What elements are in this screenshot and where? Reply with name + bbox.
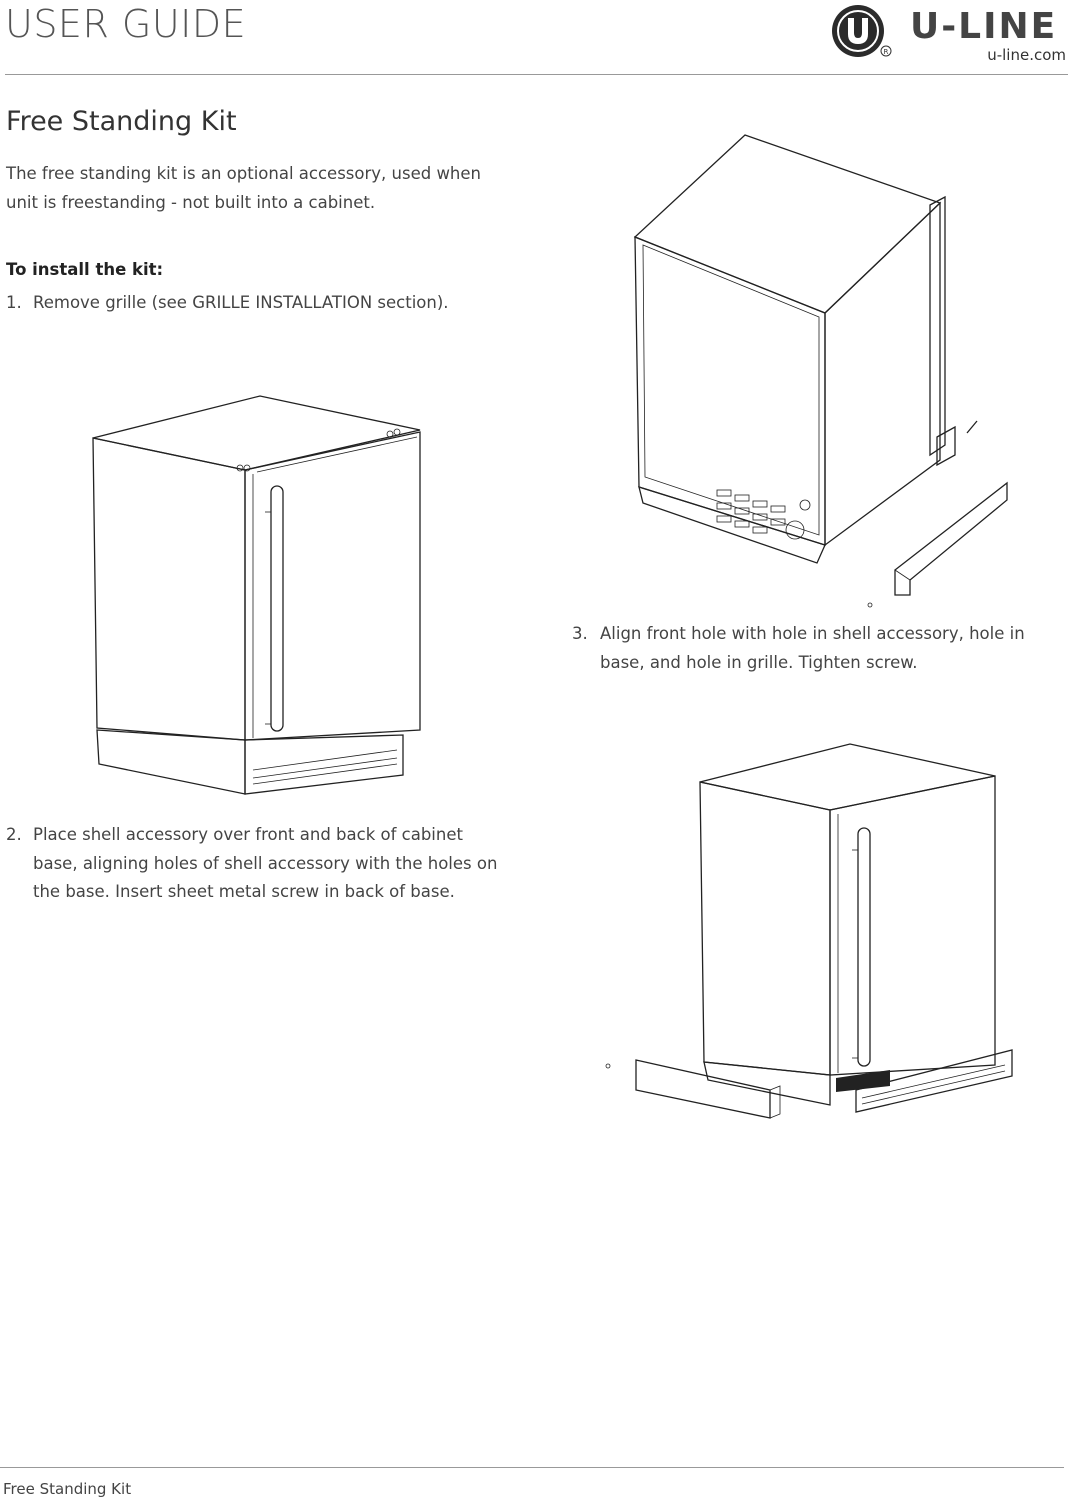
brand-name: U-LINE: [910, 6, 1058, 47]
install-heading: To install the kit:: [6, 260, 164, 279]
figure-step-3-assembled-kit: [605, 743, 1013, 1119]
footer-divider: [0, 1467, 1064, 1468]
svg-text:R: R: [884, 48, 889, 56]
step-2-number: 2.: [6, 825, 22, 844]
u-line-logo-icon: R: [832, 5, 892, 57]
brand-url[interactable]: u-line.com: [987, 46, 1066, 64]
step-1-text: Remove grille (see GRILLE INSTALLATION s…: [33, 293, 449, 312]
step-3-text: Align front hole with hole in shell acce…: [600, 624, 1025, 672]
step-3-number: 3.: [572, 624, 588, 643]
step-2-text: Place shell accessory over front and bac…: [33, 825, 498, 901]
footer-label: Free Standing Kit: [3, 1480, 132, 1498]
page-header-title: USER GUIDE: [5, 2, 247, 46]
figure-step-1-refrigerator: [92, 395, 421, 795]
intro-paragraph: The free standing kit is an optional acc…: [6, 164, 482, 212]
step-1-number: 1.: [6, 293, 22, 312]
figure-step-2-shell-accessory: [633, 134, 1008, 608]
brand-logo: R U-LINE u-line.com: [830, 2, 1070, 66]
header-divider: [5, 74, 1068, 75]
section-title: Free Standing Kit: [6, 106, 237, 137]
